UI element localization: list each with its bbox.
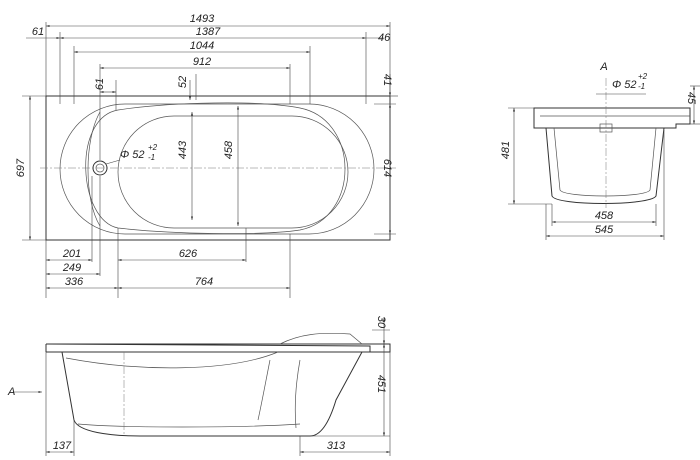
dim-458: 458 xyxy=(223,140,235,159)
dim-626: 626 xyxy=(179,248,198,260)
side-view-label: A xyxy=(599,61,607,73)
side-dim-545: 545 xyxy=(595,224,614,236)
side-view-a: A Φ 52 +2 -1 481 45 458 545 xyxy=(500,61,700,240)
front-dim-451: 451 xyxy=(375,375,387,393)
dim-61-drain: 61 xyxy=(94,78,106,90)
side-dim-481: 481 xyxy=(500,141,512,159)
side-body-inner xyxy=(553,127,657,197)
plan-view: 1493 61 1387 46 1044 912 61 52 Φ 52 +2 -… xyxy=(15,13,398,298)
dim-249: 249 xyxy=(62,262,81,274)
dim-614: 614 xyxy=(381,159,393,177)
side-drain-tol-upper: +2 xyxy=(638,72,648,81)
dim-201: 201 xyxy=(62,248,81,260)
dim-336: 336 xyxy=(65,276,84,288)
plan-drain-diameter: Φ 52 xyxy=(120,149,145,161)
plan-inner-bowl xyxy=(59,103,375,235)
dim-443: 443 xyxy=(177,140,189,159)
dim-1493: 1493 xyxy=(190,13,215,25)
dim-41: 41 xyxy=(381,74,393,86)
front-view: A 30 451 137 313 xyxy=(7,316,391,456)
dim-52: 52 xyxy=(177,76,189,88)
front-bottom-line xyxy=(77,423,301,428)
front-back-edge-2 xyxy=(294,359,301,429)
front-body xyxy=(61,351,363,437)
front-dim-137: 137 xyxy=(53,440,72,452)
dim-697: 697 xyxy=(15,158,27,177)
dim-764: 764 xyxy=(195,276,213,288)
side-drain-diameter: Φ 52 xyxy=(612,79,637,91)
side-dim-45: 45 xyxy=(685,92,697,105)
front-dim-30: 30 xyxy=(375,316,387,329)
plan-drain-tol-upper: +2 xyxy=(148,143,158,152)
front-rim xyxy=(45,343,391,353)
front-dim-313: 313 xyxy=(327,440,346,452)
front-back-edge-1 xyxy=(257,359,271,421)
side-drain xyxy=(599,123,613,133)
plan-bottom-outline xyxy=(117,115,349,229)
front-view-arrow-label: A xyxy=(7,386,15,398)
plan-drain-tol-lower: -1 xyxy=(148,153,155,162)
dim-61-left: 61 xyxy=(32,26,44,38)
plan-bowl-contour xyxy=(85,102,346,234)
dim-912: 912 xyxy=(193,56,211,68)
dim-1387: 1387 xyxy=(196,26,221,38)
side-body xyxy=(545,127,665,204)
dim-1044: 1044 xyxy=(190,40,214,52)
front-headrest xyxy=(279,332,363,345)
side-drain-tol-lower: -1 xyxy=(638,82,645,91)
dim-46: 46 xyxy=(378,32,391,44)
plan-side-curve xyxy=(87,111,101,227)
side-rim xyxy=(533,107,691,129)
side-dim-458: 458 xyxy=(595,210,614,222)
front-seat-curve xyxy=(65,351,279,369)
